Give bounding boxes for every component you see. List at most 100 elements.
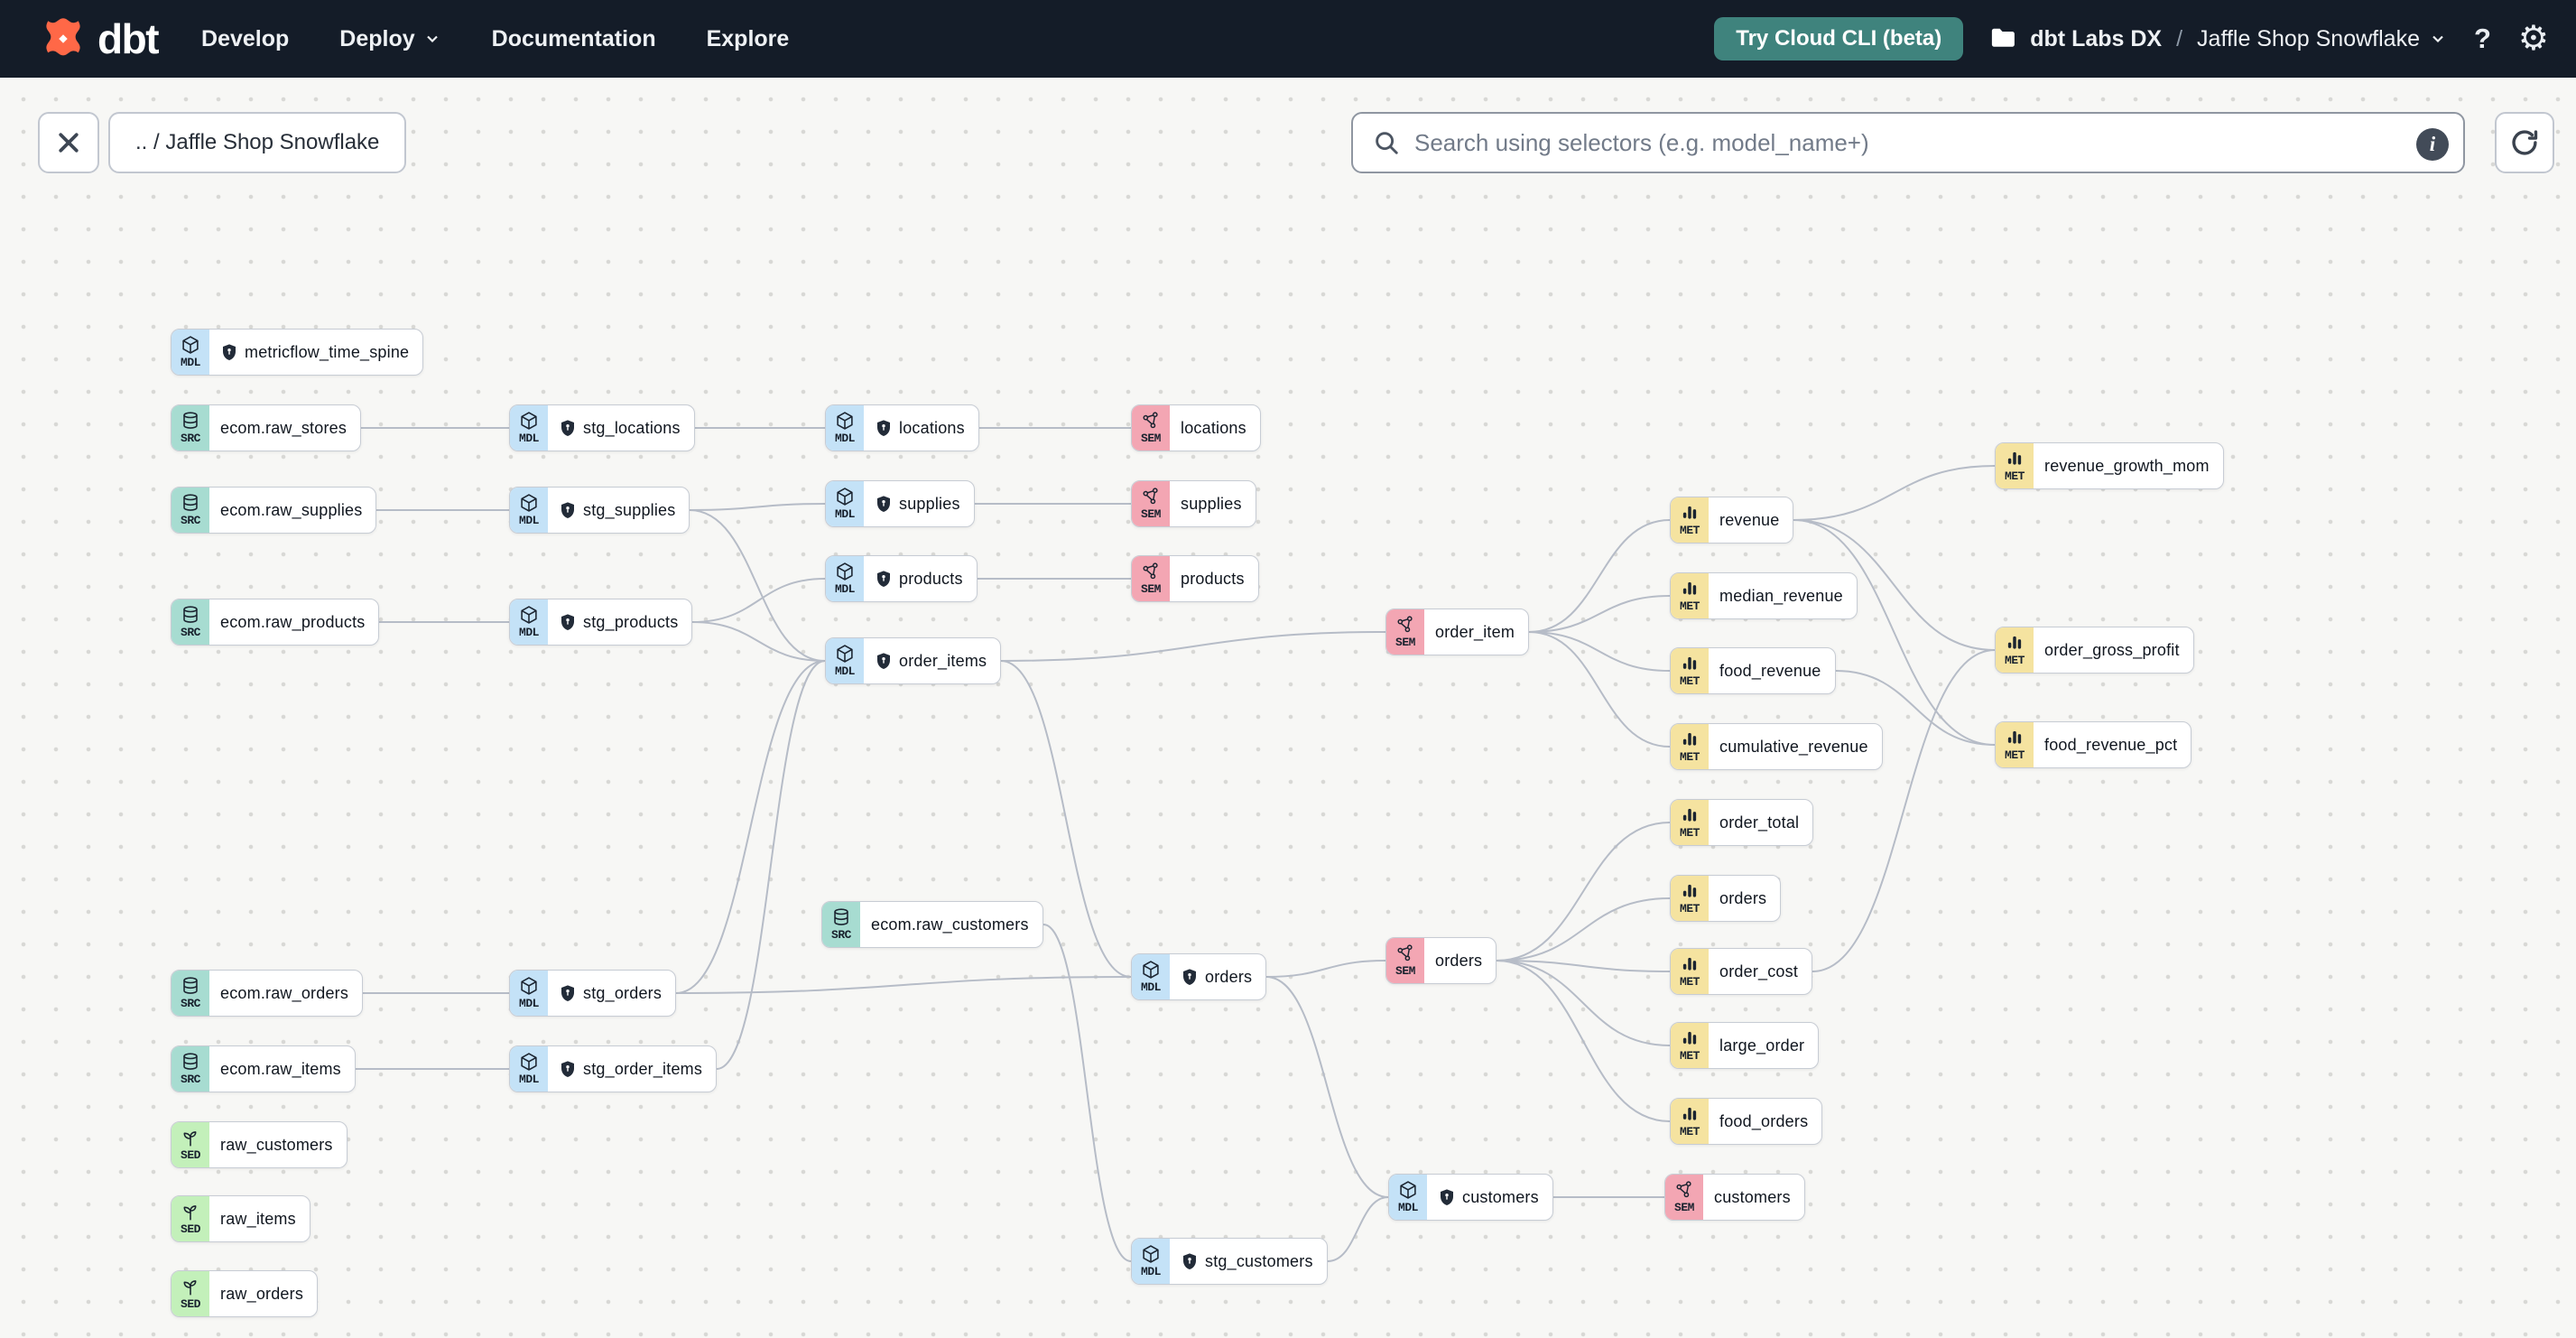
node-type-label: MDL <box>835 432 855 445</box>
node-type-badge: SEM <box>1386 609 1424 655</box>
shield-icon <box>1438 1188 1456 1206</box>
node-body: large_order <box>1709 1023 1818 1068</box>
node-label: ecom.raw_stores <box>220 418 347 437</box>
refresh-button[interactable] <box>2495 112 2554 173</box>
node-label: customers <box>1714 1187 1791 1206</box>
cube-icon <box>519 605 539 625</box>
database-icon <box>181 493 200 513</box>
nav-item-documentation[interactable]: Documentation <box>492 26 656 52</box>
node-label: ecom.raw_supplies <box>220 500 363 519</box>
node-type-badge: MDL <box>1389 1175 1427 1220</box>
node-body: products <box>864 556 977 601</box>
gear-icon[interactable]: ⚙ <box>2517 20 2549 58</box>
node-label: ecom.raw_orders <box>220 983 349 1002</box>
search-input[interactable] <box>1414 128 2405 157</box>
node-type-badge: SRC <box>822 902 860 947</box>
database-icon <box>181 976 200 996</box>
node-type-badge: SEM <box>1665 1175 1703 1220</box>
node-type-label: MET <box>1680 524 1700 537</box>
help-icon[interactable]: ? <box>2473 23 2491 54</box>
info-icon[interactable]: i <box>2416 128 2449 161</box>
account-name[interactable]: dbt Labs DX <box>2030 25 2163 51</box>
nav-item-develop[interactable]: Develop <box>201 26 289 52</box>
cube-icon <box>1141 960 1161 980</box>
shield-icon <box>559 501 577 519</box>
shield-icon <box>875 419 893 437</box>
breadcrumb[interactable]: .. / Jaffle Shop Snowflake <box>108 112 407 173</box>
node-body: ecom.raw_stores <box>209 405 360 451</box>
node-type-badge: MDL <box>510 488 548 533</box>
node-type-badge: MET <box>1671 497 1709 543</box>
try-cloud-cli-button[interactable]: Try Cloud CLI (beta) <box>1714 17 1964 60</box>
bar-chart-icon <box>1680 805 1700 825</box>
shield-icon <box>875 652 893 670</box>
search-icon <box>1376 132 1398 154</box>
node-type-badge: SEM <box>1132 405 1170 451</box>
node-type-badge: SRC <box>171 971 209 1016</box>
cube-icon <box>1398 1180 1418 1200</box>
node-type-badge: SED <box>171 1271 209 1316</box>
nav-item-explore[interactable]: Explore <box>707 26 790 52</box>
node-type-badge: SEM <box>1386 938 1424 983</box>
dbt-logo[interactable]: dbt <box>40 14 160 63</box>
node-type-label: MDL <box>519 432 539 445</box>
node-src_raw_supplies[interactable]: SRC ecom.raw_supplies <box>171 487 377 534</box>
node-body: ecom.raw_orders <box>209 971 362 1016</box>
node-sem_customers[interactable]: SEM customers <box>1664 1174 1805 1221</box>
node-type-label: MDL <box>1398 1201 1418 1214</box>
close-icon <box>59 133 79 153</box>
close-lineage-button[interactable] <box>38 112 99 173</box>
node-label: ecom.raw_customers <box>871 915 1029 934</box>
project-selector[interactable]: Jaffle Shop Snowflake <box>2197 26 2447 52</box>
node-label: stg_products <box>583 612 679 631</box>
path-separator: / <box>2176 25 2183 51</box>
node-label: supplies <box>1181 494 1242 513</box>
node-type-badge: SRC <box>171 488 209 533</box>
node-type-badge: MDL <box>510 971 548 1016</box>
bar-chart-icon <box>1680 729 1700 749</box>
nav-item-deploy[interactable]: Deploy <box>339 26 440 52</box>
node-label: order_items <box>899 651 987 670</box>
node-type-badge: MDL <box>510 1046 548 1092</box>
node-src_raw_orders[interactable]: SRC ecom.raw_orders <box>171 970 364 1017</box>
node-src_raw_customers[interactable]: SRC ecom.raw_customers <box>821 901 1043 948</box>
shield-icon <box>1181 968 1199 986</box>
lineage-canvas[interactable] <box>0 78 2576 1338</box>
